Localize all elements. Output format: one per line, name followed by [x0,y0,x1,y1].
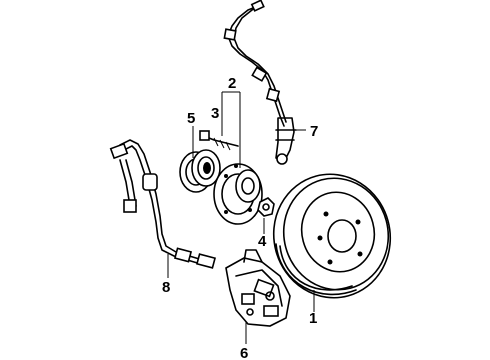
callout-6: 6 [240,345,248,360]
callout-8: 8 [162,279,170,296]
brake-hose [109,139,217,269]
abs-sensor-wire [223,0,287,127]
abs-sensor [275,117,297,165]
bearing [179,149,221,193]
callout-2: 2 [228,75,236,92]
hub-assembly [213,163,263,225]
caliper [225,249,291,327]
callout-leaders [167,91,315,344]
callout-5: 5 [187,110,195,127]
hub-nut [257,197,275,217]
callout-1: 1 [309,310,317,327]
rotor [272,173,392,299]
callout-4: 4 [258,233,267,250]
callout-3: 3 [211,105,219,122]
wheel-stud [199,130,239,151]
callout-7: 7 [310,123,318,140]
